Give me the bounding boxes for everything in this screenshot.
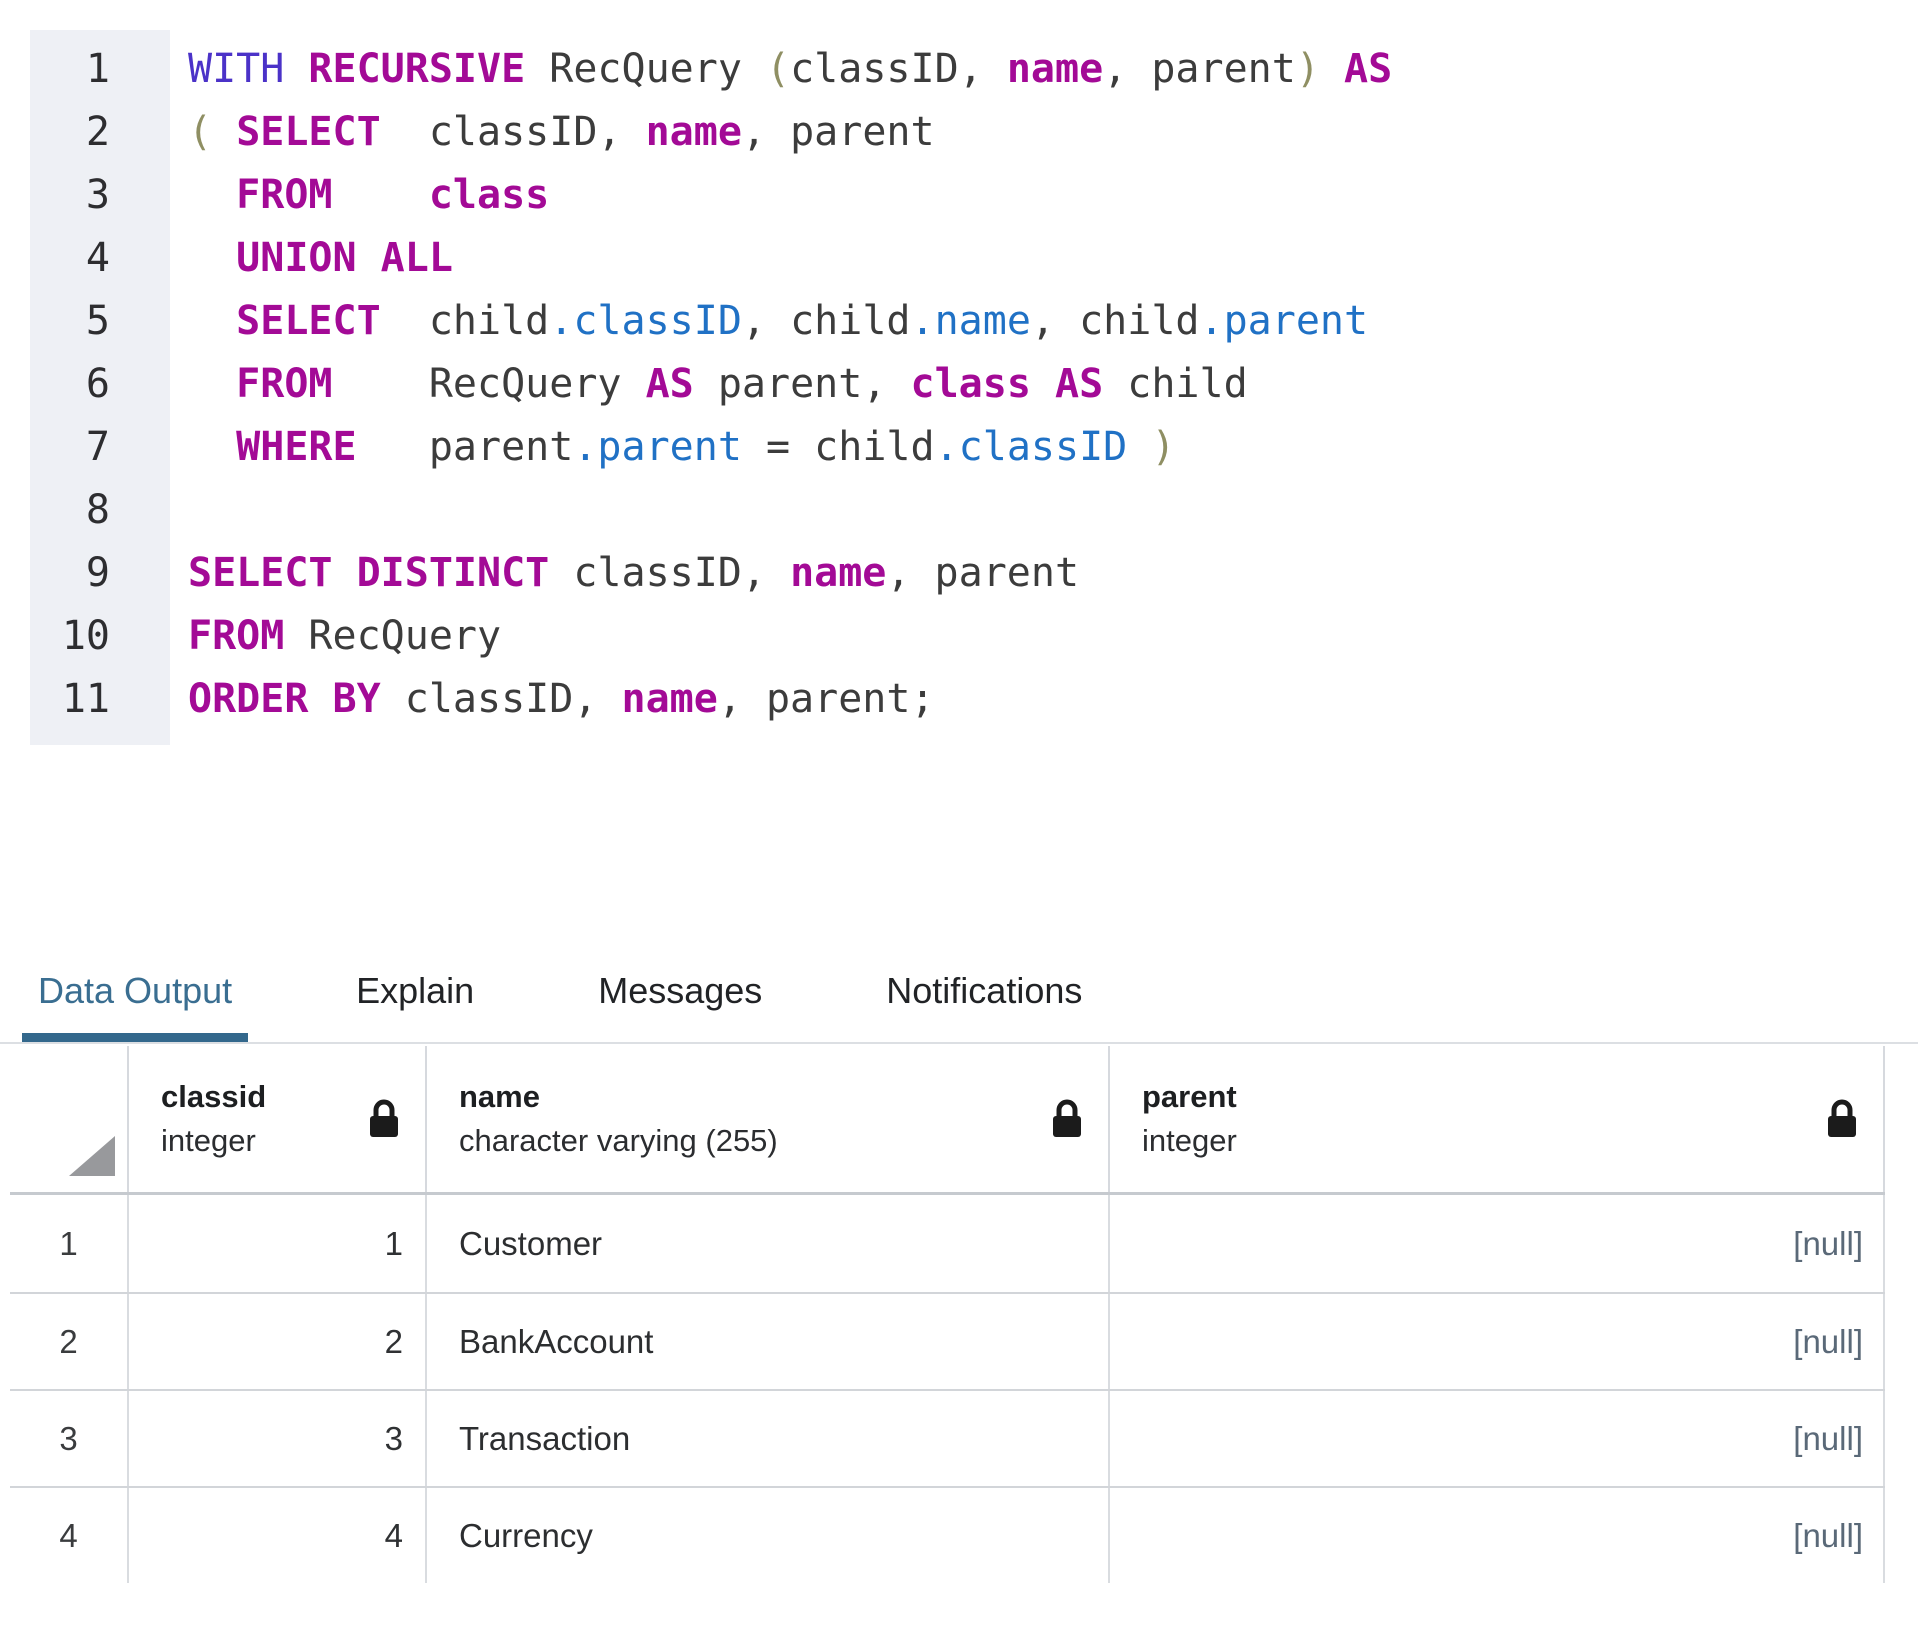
sql-code-lines: 1 WITH RECURSIVE RecQuery (classID, name,… — [30, 38, 1918, 731]
code-text: WHERE parent.parent = child.classID ) — [236, 424, 1176, 470]
grid-header-row: classid integer name character varying (… — [10, 1046, 1885, 1195]
select-all-triangle-icon — [69, 1136, 115, 1176]
lock-icon — [370, 1099, 398, 1137]
row-selector[interactable]: 4 — [10, 1488, 129, 1583]
column-name: parent — [1142, 1079, 1237, 1114]
line-number-gutter — [30, 30, 170, 745]
line-number: 8 — [85, 487, 110, 533]
line-number: 11 — [61, 676, 110, 722]
cell-parent[interactable]: [null] — [1110, 1488, 1885, 1583]
column-header-text: name character varying (255) — [459, 1075, 778, 1163]
code-line[interactable]: 1 WITH RECURSIVE RecQuery (classID, name,… — [30, 38, 1918, 101]
column-name: name — [459, 1079, 540, 1114]
row-selector[interactable]: 2 — [10, 1294, 129, 1389]
sql-editor[interactable]: 1 WITH RECURSIVE RecQuery (classID, name,… — [30, 30, 1918, 745]
code-line[interactable]: 3 FROM class — [30, 164, 1918, 227]
code-text: FROM class — [236, 172, 550, 218]
column-header-name[interactable]: name character varying (255) — [427, 1046, 1110, 1192]
line-number: 7 — [85, 424, 110, 470]
line-number: 1 — [85, 46, 110, 92]
cell-parent[interactable]: [null] — [1110, 1294, 1885, 1389]
row-selector[interactable]: 3 — [10, 1391, 129, 1486]
code-line[interactable]: 8 — [30, 479, 1918, 542]
code-text: SELECT DISTINCT classID, name, parent — [188, 550, 1080, 596]
code-line[interactable]: 10 FROM RecQuery — [30, 605, 1918, 668]
cell-name[interactable]: Currency — [427, 1488, 1110, 1583]
tab-notifications[interactable]: Notifications — [886, 970, 1083, 1011]
cell-classid[interactable]: 1 — [129, 1195, 427, 1292]
code-text — [170, 479, 188, 542]
cell-classid[interactable]: 4 — [129, 1488, 427, 1583]
code-line[interactable]: 4 UNION ALL — [30, 227, 1918, 290]
column-header-parent[interactable]: parent integer — [1110, 1046, 1885, 1192]
code-line[interactable]: 5 SELECT child.classID, child.name, chil… — [30, 290, 1918, 353]
code-line[interactable]: 2 ( SELECT classID, name, parent — [30, 101, 1918, 164]
tab-explain[interactable]: Explain — [356, 970, 475, 1011]
column-type: character varying (255) — [459, 1123, 778, 1158]
line-number: 10 — [61, 613, 110, 659]
column-header-text: parent integer — [1142, 1075, 1237, 1163]
tab-data-output[interactable]: Data Output — [22, 950, 248, 1042]
code-text: ( SELECT classID, name, parent — [188, 109, 935, 155]
code-line[interactable]: 11 ORDER BY classID, name, parent; — [30, 668, 1918, 731]
line-number: 5 — [85, 298, 110, 344]
column-type: integer — [161, 1123, 256, 1158]
column-header-classid[interactable]: classid integer — [129, 1046, 427, 1192]
line-number: 3 — [85, 172, 110, 218]
line-number: 9 — [85, 550, 110, 596]
line-number: 6 — [85, 361, 110, 407]
select-all-cell[interactable] — [10, 1046, 129, 1192]
tab-messages[interactable]: Messages — [598, 970, 763, 1011]
code-text: FROM RecQuery — [188, 613, 502, 659]
cell-name[interactable]: Transaction — [427, 1391, 1110, 1486]
result-tab-bar: Data Output Explain Messages Notificatio… — [0, 950, 1918, 1044]
cell-name[interactable]: Customer — [427, 1195, 1110, 1292]
lock-icon — [1053, 1099, 1081, 1137]
column-name: classid — [161, 1079, 267, 1114]
data-output-grid: classid integer name character varying (… — [10, 1046, 1885, 1583]
code-text: UNION ALL — [236, 235, 453, 281]
code-line[interactable]: 9 SELECT DISTINCT classID, name, parent — [30, 542, 1918, 605]
code-text: ORDER BY classID, name, parent; — [188, 676, 935, 722]
column-header-text: classid integer — [161, 1075, 266, 1163]
code-text: SELECT child.classID, child.name, child.… — [236, 298, 1369, 344]
code-line[interactable]: 6 FROM RecQuery AS parent, class AS chil… — [30, 353, 1918, 416]
code-text: WITH RECURSIVE RecQuery (classID, name, … — [188, 46, 1393, 92]
cell-classid[interactable]: 3 — [129, 1391, 427, 1486]
cell-parent[interactable]: [null] — [1110, 1195, 1885, 1292]
line-number: 2 — [85, 109, 110, 155]
cell-classid[interactable]: 2 — [129, 1294, 427, 1389]
row-selector[interactable]: 1 — [10, 1195, 129, 1292]
code-text: FROM RecQuery AS parent, class AS child — [236, 361, 1248, 407]
cell-parent[interactable]: [null] — [1110, 1391, 1885, 1486]
lock-icon — [1828, 1099, 1856, 1137]
cell-name[interactable]: BankAccount — [427, 1294, 1110, 1389]
column-type: integer — [1142, 1123, 1237, 1158]
line-number: 4 — [85, 235, 110, 281]
code-line[interactable]: 7 WHERE parent.parent = child.classID ) — [30, 416, 1918, 479]
